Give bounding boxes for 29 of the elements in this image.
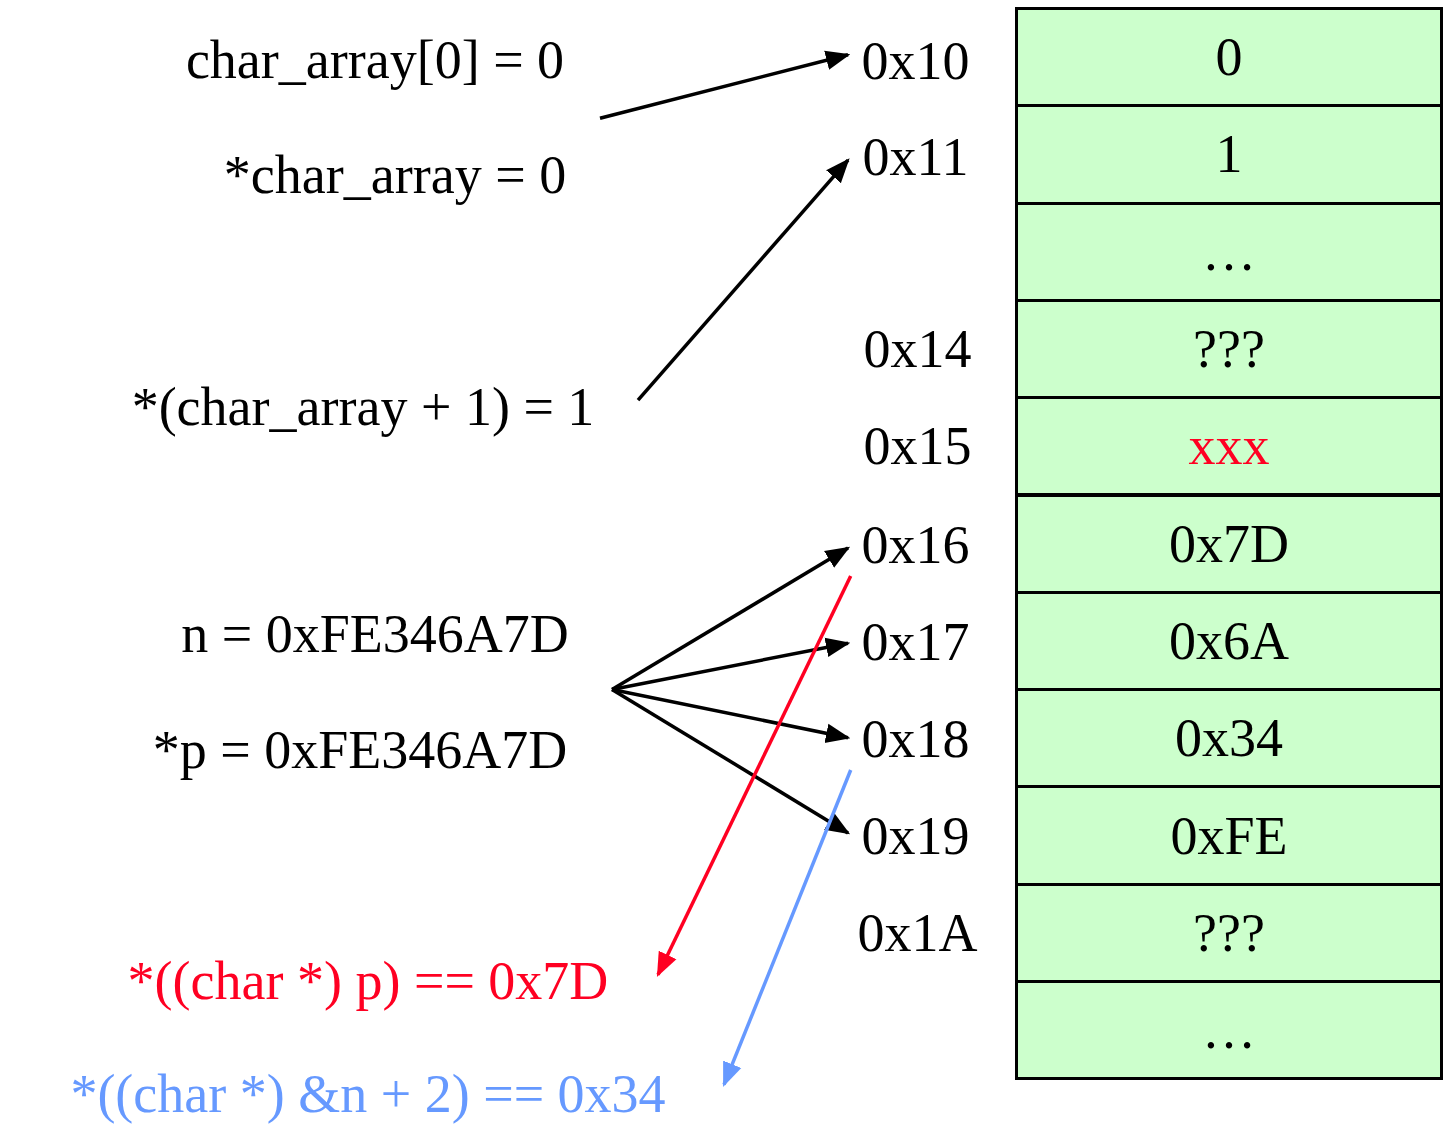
arrow [611,546,851,691]
arrow [611,687,851,835]
code-expression: char_array[0] = 0 [184,30,566,90]
memory-cell: 0xFE [1015,785,1443,886]
arrow [636,158,850,402]
address-label: 0x1A [856,902,979,963]
arrow [656,575,853,977]
arrow [722,769,853,1087]
memory-cell: xxx [1015,396,1443,497]
address-label: 0x10 [860,31,971,91]
code-expression: *(char_array + 1) = 1 [130,377,596,437]
code-expression: *p = 0xFE346A7D [151,720,569,780]
code-expression: n = 0xFE346A7D [180,604,570,664]
code-expression: *((char *) p) == 0x7D [126,951,610,1011]
code-expression: *((char *) &n + 2) == 0x34 [69,1064,667,1124]
address-label: 0x17 [860,612,971,672]
address-label: 0x15 [862,416,973,477]
address-label: 0x19 [860,806,971,866]
address-label: 0x16 [860,515,971,575]
code-expression: *char_array = 0 [222,145,568,205]
address-label: 0x18 [860,709,971,769]
address-label: 0x11 [861,127,970,187]
address-label: 0x14 [862,318,973,379]
arrow [599,50,851,120]
memory-cell: 0x7D [1015,493,1443,594]
memory-cell: … [1015,980,1443,1081]
memory-cell: 1 [1015,104,1443,205]
arrow [611,637,851,692]
arrow [611,687,851,743]
